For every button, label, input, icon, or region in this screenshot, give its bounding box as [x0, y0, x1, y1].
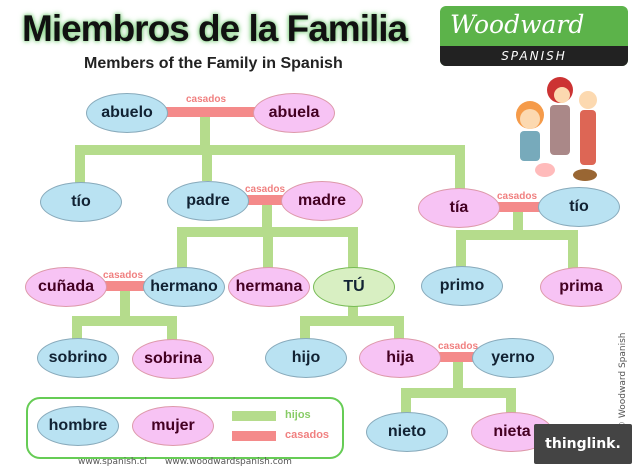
legend-casados-swatch	[232, 431, 276, 441]
node-abuela: abuela	[253, 93, 335, 133]
legend-mujer: mujer	[132, 406, 214, 446]
node-tio-2: tío	[538, 187, 620, 227]
node-cunada: cuñada	[25, 267, 107, 307]
page-title: Miembros de la Familia	[22, 8, 408, 49]
node-yerno: yerno	[472, 338, 554, 378]
node-hermano: hermano	[143, 267, 225, 307]
node-sobrino: sobrino	[37, 338, 119, 378]
node-primo: primo	[421, 266, 503, 306]
casados-label: casados	[103, 270, 144, 281]
footer-link-woodwardspanish[interactable]: www.woodwardspanish.com	[165, 457, 292, 467]
casados-lines	[103, 107, 541, 362]
node-abuelo: abuelo	[86, 93, 168, 133]
woodward-logo: Woodward SPANISH	[440, 6, 628, 66]
cartoon-family-illustration	[516, 77, 597, 181]
casados-label: casados	[438, 341, 479, 352]
thinglink-badge[interactable]: thinglink.	[534, 424, 632, 464]
node-nieto: nieto	[366, 412, 448, 452]
footer-link-spanish-cl[interactable]: www.spanish.cl	[78, 457, 147, 467]
logo-brand: Woodward	[450, 10, 585, 39]
node-tu: TÚ	[313, 267, 395, 307]
node-madre: madre	[281, 181, 363, 221]
node-prima: prima	[540, 267, 622, 307]
node-hermana: hermana	[228, 267, 310, 307]
page-subtitle: Members of the Family in Spanish	[84, 55, 343, 72]
casados-label: casados	[497, 191, 538, 202]
node-tio: tío	[40, 182, 122, 222]
node-hija: hija	[359, 338, 441, 378]
logo-sub: SPANISH	[440, 46, 628, 66]
legend	[26, 397, 344, 459]
casados-label: casados	[245, 184, 286, 195]
node-sobrina: sobrina	[132, 339, 214, 379]
legend-hijos-label: hijos	[285, 409, 311, 421]
node-hijo: hijo	[265, 338, 347, 378]
legend-hijos-swatch	[232, 411, 276, 421]
side-copyright: © Woodward Spanish	[618, 332, 628, 431]
legend-hombre: hombre	[37, 406, 119, 446]
casados-label: casados	[186, 94, 227, 105]
hijos-lines	[72, 117, 578, 414]
node-tia: tía	[418, 188, 500, 228]
node-padre: padre	[167, 181, 249, 221]
legend-casados-label: casados	[285, 429, 330, 441]
